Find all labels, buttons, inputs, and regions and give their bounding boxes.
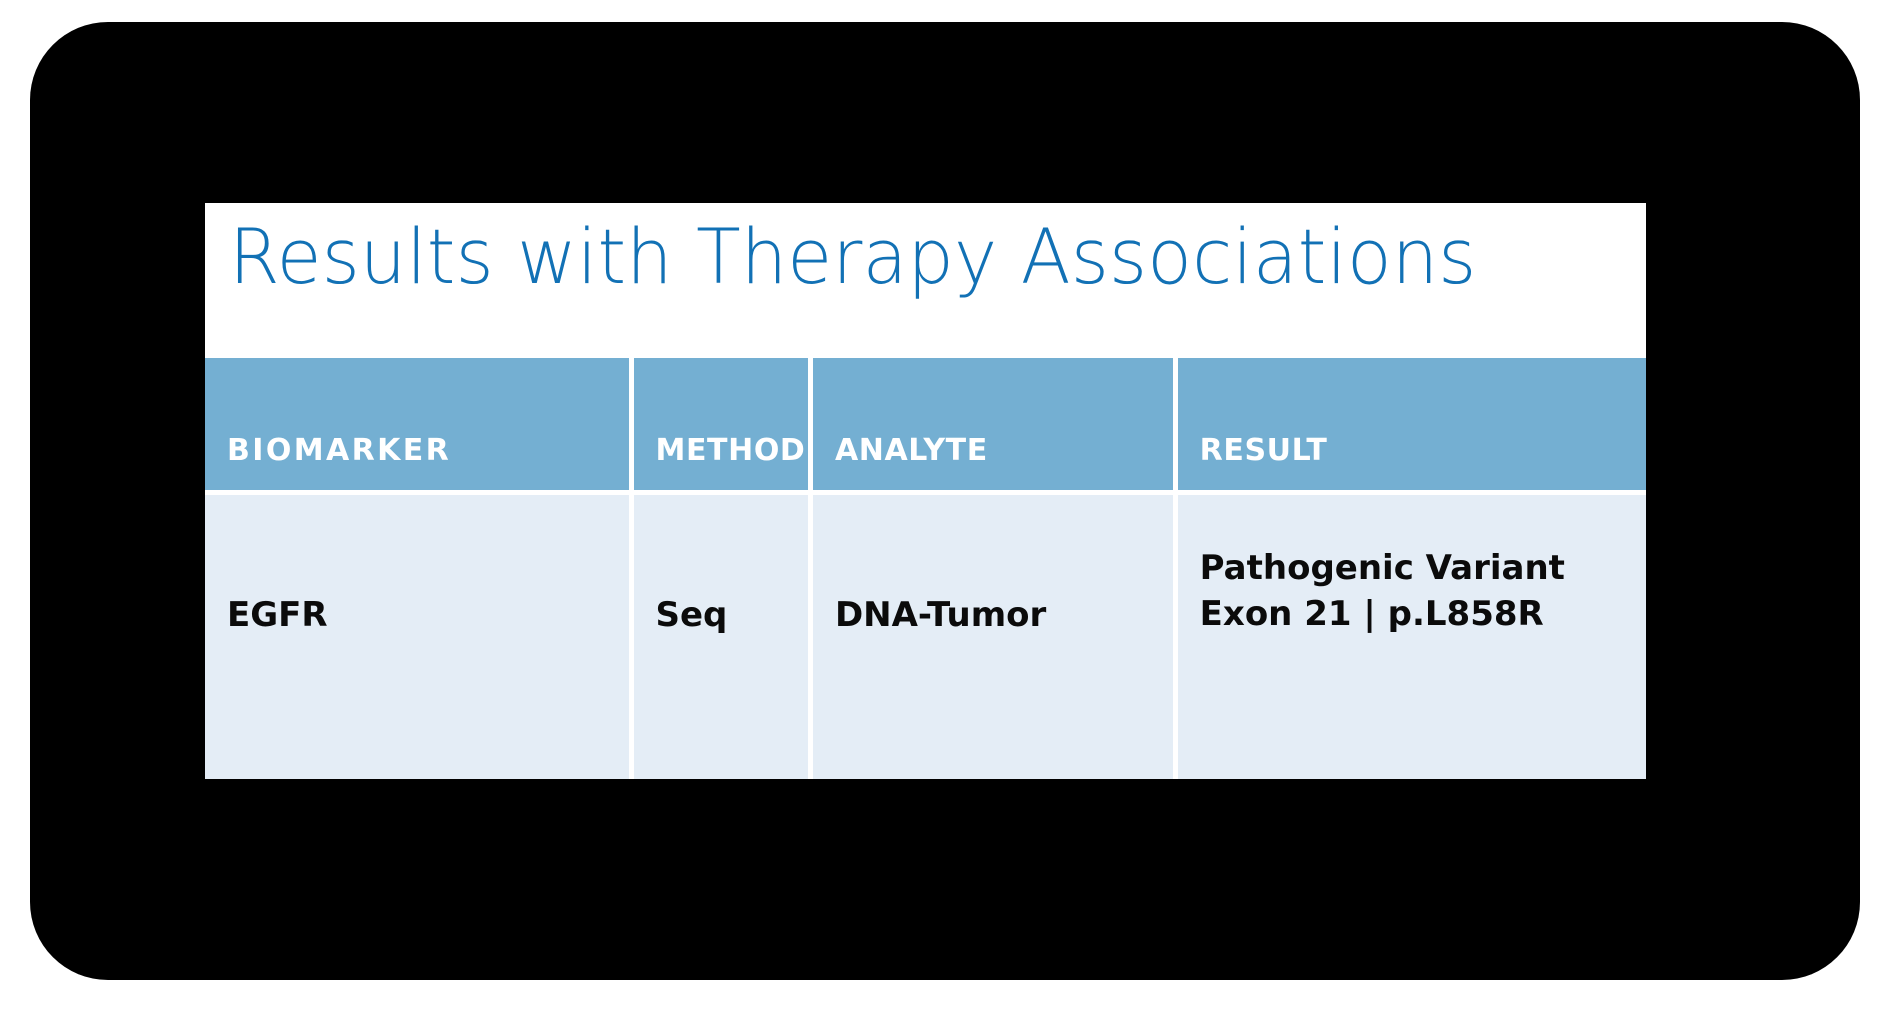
cell-result-line-1: Pathogenic Variant (1199, 548, 1565, 588)
cell-analyte-value: DNA-Tumor (834, 595, 1047, 635)
column-header-analyte-label: ANALYTE (834, 433, 988, 468)
cell-method: Seq (633, 495, 808, 779)
cell-result-value: Pathogenic Variant Exon 21 | p.L858R (1200, 545, 1565, 637)
cell-result: Pathogenic Variant Exon 21 | p.L858R (1177, 495, 1646, 779)
table-row[interactable]: EGFR Seq DNA-Tumor Pathogenic Variant Ex… (205, 495, 1646, 779)
page-title: Results with Therapy Associations (229, 212, 1477, 301)
cell-biomarker-value: EGFR (227, 595, 328, 635)
column-header-result[interactable]: RESULT (1177, 358, 1646, 490)
column-header-method-label: METHOD (655, 433, 806, 468)
column-header-biomarker-label: BIOMARKER (227, 433, 452, 468)
cell-method-value: Seq (655, 595, 728, 635)
column-header-analyte[interactable]: ANALYTE (812, 358, 1173, 490)
cell-biomarker: EGFR (205, 495, 629, 779)
column-header-biomarker[interactable]: BIOMARKER (205, 358, 629, 490)
table-header-row: BIOMARKER METHOD ANALYTE RESULT (205, 358, 1646, 490)
column-header-result-label: RESULT (1199, 433, 1328, 468)
column-header-method[interactable]: METHOD (633, 358, 808, 490)
cell-analyte: DNA-Tumor (812, 495, 1173, 779)
slide-content-panel: Results with Therapy Associations BIOMAR… (205, 203, 1646, 779)
cell-result-line-2: Exon 21 | p.L858R (1199, 594, 1544, 634)
